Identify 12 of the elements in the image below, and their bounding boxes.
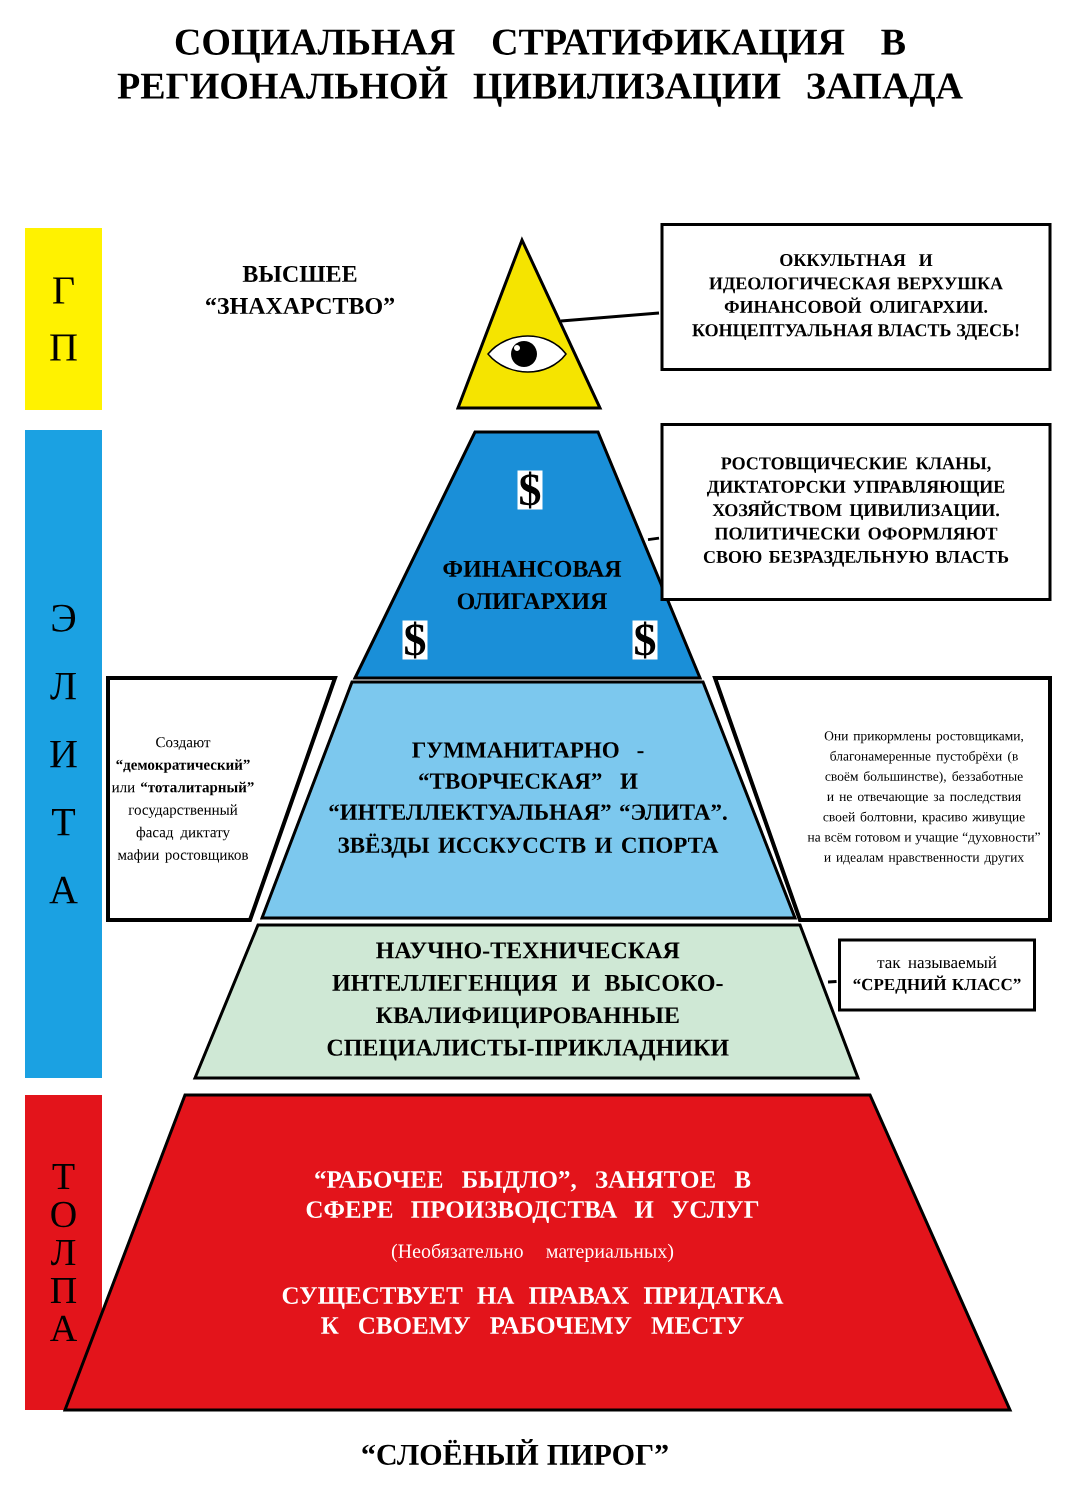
title: СОЦИАЛЬНАЯ СТРАТИФИКАЦИЯ В РЕГИОНАЛЬНОЙ ЦИВИЛИЗАЦИИ ЗАПАДА xyxy=(117,29,963,107)
caption: “СЛОЁНЫЙ ПИРОГ” xyxy=(362,1439,668,1465)
callout-tail xyxy=(647,536,660,542)
callout-tail xyxy=(560,311,660,323)
side-band: Г П xyxy=(25,228,102,410)
side-band: Э Л И Т А xyxy=(25,430,102,1078)
callout-box: РОСТОВЩИЧЕСКИЕ КЛАНЫ, ДИКТАТОРСКИ УПРАВЛЯЮЩИЕ ХОЗЯЙСТВОМ ЦИВИЛИЗАЦИИ. ПОЛИТИЧЕСКИ ОФОРМЛЯЮТ СВОЮ БЕЗРАЗДЕЛЬНУЮ ВЛАСТЬ xyxy=(660,423,1052,601)
callout-tail xyxy=(827,980,837,984)
callout-box: ОККУЛЬТНАЯ И ИДЕОЛОГИЧЕСКАЯ ВЕРХУШКА ФИНАНСОВОЙ ОЛИГАРХИИ. КОНЦЕПТУАЛЬНАЯ ВЛАСТЬ ЗДЕСЬ! xyxy=(660,223,1052,371)
side-caption: ВЫСШЕЕ “ЗНАХАРСТВО” xyxy=(206,265,395,315)
side-band: Т О Л П А xyxy=(25,1095,102,1410)
callout-box: так называемый “СРЕДНИЙ КЛАСС” xyxy=(838,938,1036,1012)
